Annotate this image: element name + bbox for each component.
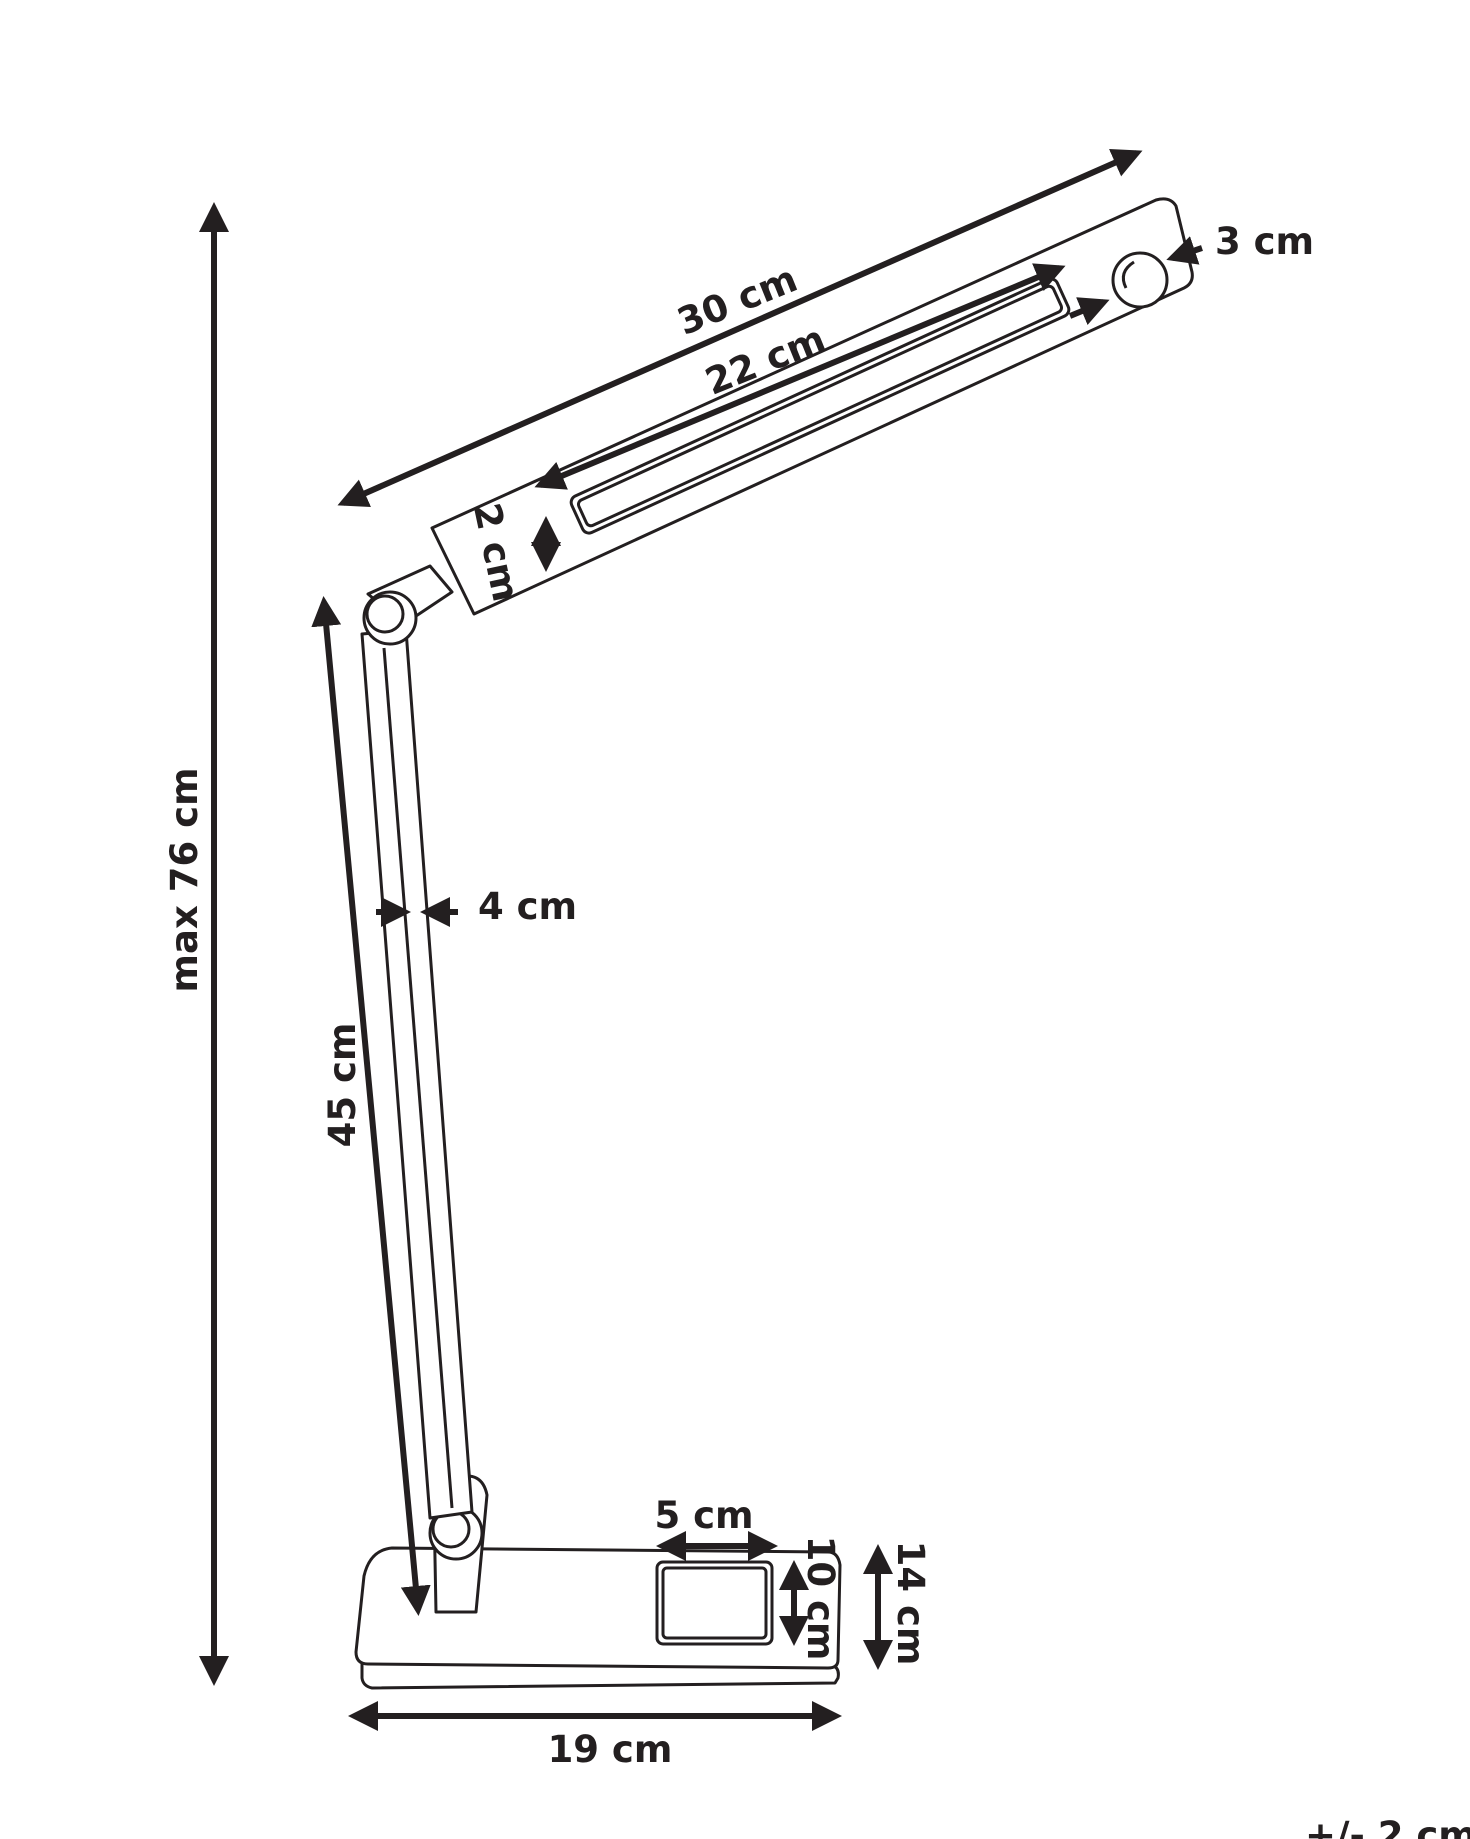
head-end-width-arrow [1166,236,1203,265]
tolerance-note: +/- 2 cm [1305,1814,1470,1839]
led-panel-length-arrow [534,263,1066,490]
arm-width-label: 4 cm [478,885,577,928]
charging-pad-width-label: 5 cm [654,1494,753,1537]
base-depth-label: 14 cm [889,1541,932,1666]
head-end-width-label: 3 cm [1215,220,1314,263]
max-height-label: max 76 cm [163,767,206,992]
touch-button [1111,251,1169,309]
base-width-label: 19 cm [548,1728,673,1771]
arm-length-label: 45 cm [321,1023,364,1148]
led-panel-inner [576,284,1064,528]
arm-length-arrow [311,596,431,1616]
led-panel-right-arrow [1068,297,1110,326]
upper-hinge-knob-cap [365,594,405,634]
charging-pad-depth-label: 10 cm [799,1536,842,1661]
charging-pad-inner [661,1566,768,1640]
